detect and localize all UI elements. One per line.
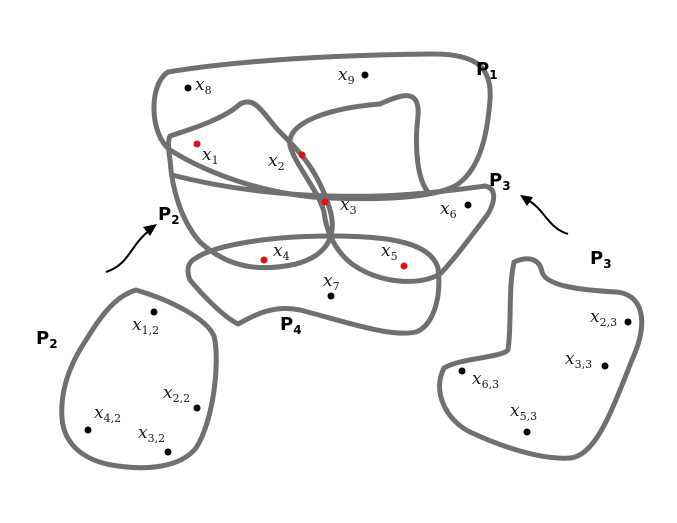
label-x53: x5,3 <box>510 401 537 423</box>
point-x42 <box>84 426 92 434</box>
label-x33: x3,3 <box>565 349 592 371</box>
point-x12 <box>150 308 158 316</box>
label-x22: x2,2 <box>163 383 190 405</box>
region-p3-piece <box>437 256 645 461</box>
label-x32: x3,2 <box>138 423 165 445</box>
label-x12: x1,2 <box>132 315 159 337</box>
label-x6: x6 <box>440 199 457 221</box>
label-x2: x2 <box>268 151 285 173</box>
point-x5 <box>400 262 408 270</box>
label-x1: x1 <box>202 145 219 167</box>
set-label-p2-main: P2 <box>158 204 180 227</box>
arrow-to-p2 <box>105 229 151 273</box>
region-p2-main <box>166 99 335 271</box>
point-x2 <box>298 151 306 159</box>
label-x9: x9 <box>338 65 355 87</box>
label-x4: x4 <box>273 241 290 263</box>
set-label-p3-piece: P3 <box>590 248 612 271</box>
arrow-to-p3 <box>527 199 569 235</box>
label-x23: x2,3 <box>590 307 617 329</box>
label-x7: x7 <box>323 271 340 293</box>
point-x63 <box>458 367 466 375</box>
point-x8 <box>184 84 192 92</box>
region-p1 <box>151 51 493 202</box>
point-x32 <box>164 448 172 456</box>
set-label-p4: P4 <box>280 314 302 337</box>
set-label-p1: P1 <box>476 59 498 82</box>
point-x9 <box>361 71 369 79</box>
point-x3 <box>321 198 329 206</box>
label-x3: x3 <box>340 195 357 217</box>
point-x1 <box>193 140 201 148</box>
label-x63: x6,3 <box>472 369 499 391</box>
region-p3-main <box>169 93 497 284</box>
point-x33 <box>601 362 609 370</box>
set-label-p3-main: P3 <box>489 170 511 193</box>
arrowhead-p2-icon <box>143 224 157 236</box>
set-label-p2-piece: P2 <box>36 328 58 351</box>
point-x7 <box>327 292 335 300</box>
arrowhead-p3-icon <box>520 195 533 206</box>
region-p2-piece <box>59 287 219 471</box>
label-x8: x8 <box>195 75 212 97</box>
region-p4 <box>185 233 442 336</box>
point-x4 <box>260 256 268 264</box>
point-x22 <box>193 404 201 412</box>
point-x6 <box>464 201 472 209</box>
label-x5: x5 <box>381 241 398 263</box>
label-x42: x4,2 <box>94 403 121 425</box>
point-x23 <box>624 318 632 326</box>
point-x53 <box>523 428 531 436</box>
